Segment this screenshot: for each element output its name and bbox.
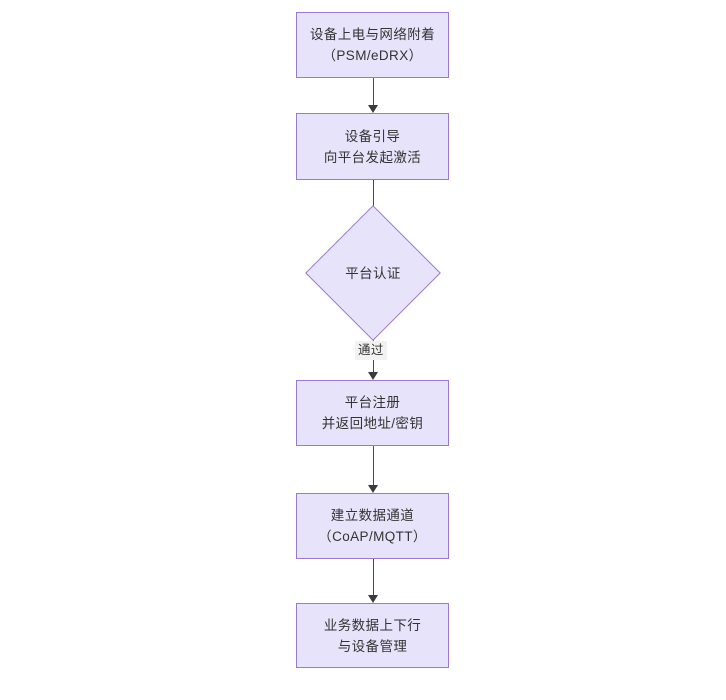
flow-node-line1: 业务数据上下行 [323, 617, 422, 633]
flow-node-line1: 平台注册 [344, 395, 401, 410]
flow-node-line1: 平台认证 [345, 265, 401, 281]
flow-node-line2: 向平台发起激活 [323, 149, 422, 165]
flow-node-platform-auth-decision[interactable]: 平台认证 [305, 205, 441, 341]
flow-node-line2: （CoAP/MQTT） [318, 529, 427, 544]
flow-node-line1: 设备上电与网络附着 [309, 27, 436, 42]
flow-node-platform-register[interactable]: 平台注册 并返回地址/密钥 [296, 380, 449, 446]
flow-node-line2: 与设备管理 [337, 638, 408, 654]
flow-node-data-channel[interactable]: 建立数据通道 （CoAP/MQTT） [296, 493, 449, 559]
flow-node-line1: 设备引导 [344, 128, 401, 144]
arrow-head-icon [368, 105, 378, 113]
connector-line [372, 78, 374, 105]
arrow-head-icon [368, 372, 378, 380]
connector-line [372, 180, 374, 217]
flow-node-line2: （PSM/eDRX） [322, 48, 423, 63]
arrow-head-icon [368, 595, 378, 603]
connector-line [372, 559, 374, 595]
flow-node-device-power-on[interactable]: 设备上电与网络附着 （PSM/eDRX） [296, 12, 449, 78]
flow-node-line2: 并返回地址/密钥 [321, 416, 424, 431]
edge-label-pass: 通过 [355, 341, 387, 360]
connector-line [372, 446, 374, 485]
flow-node-business-data[interactable]: 业务数据上下行 与设备管理 [296, 603, 449, 668]
flow-node-line1: 建立数据通道 [330, 508, 415, 523]
flow-node-device-bootstrap[interactable]: 设备引导 向平台发起激活 [296, 113, 449, 180]
arrow-head-icon [368, 485, 378, 493]
